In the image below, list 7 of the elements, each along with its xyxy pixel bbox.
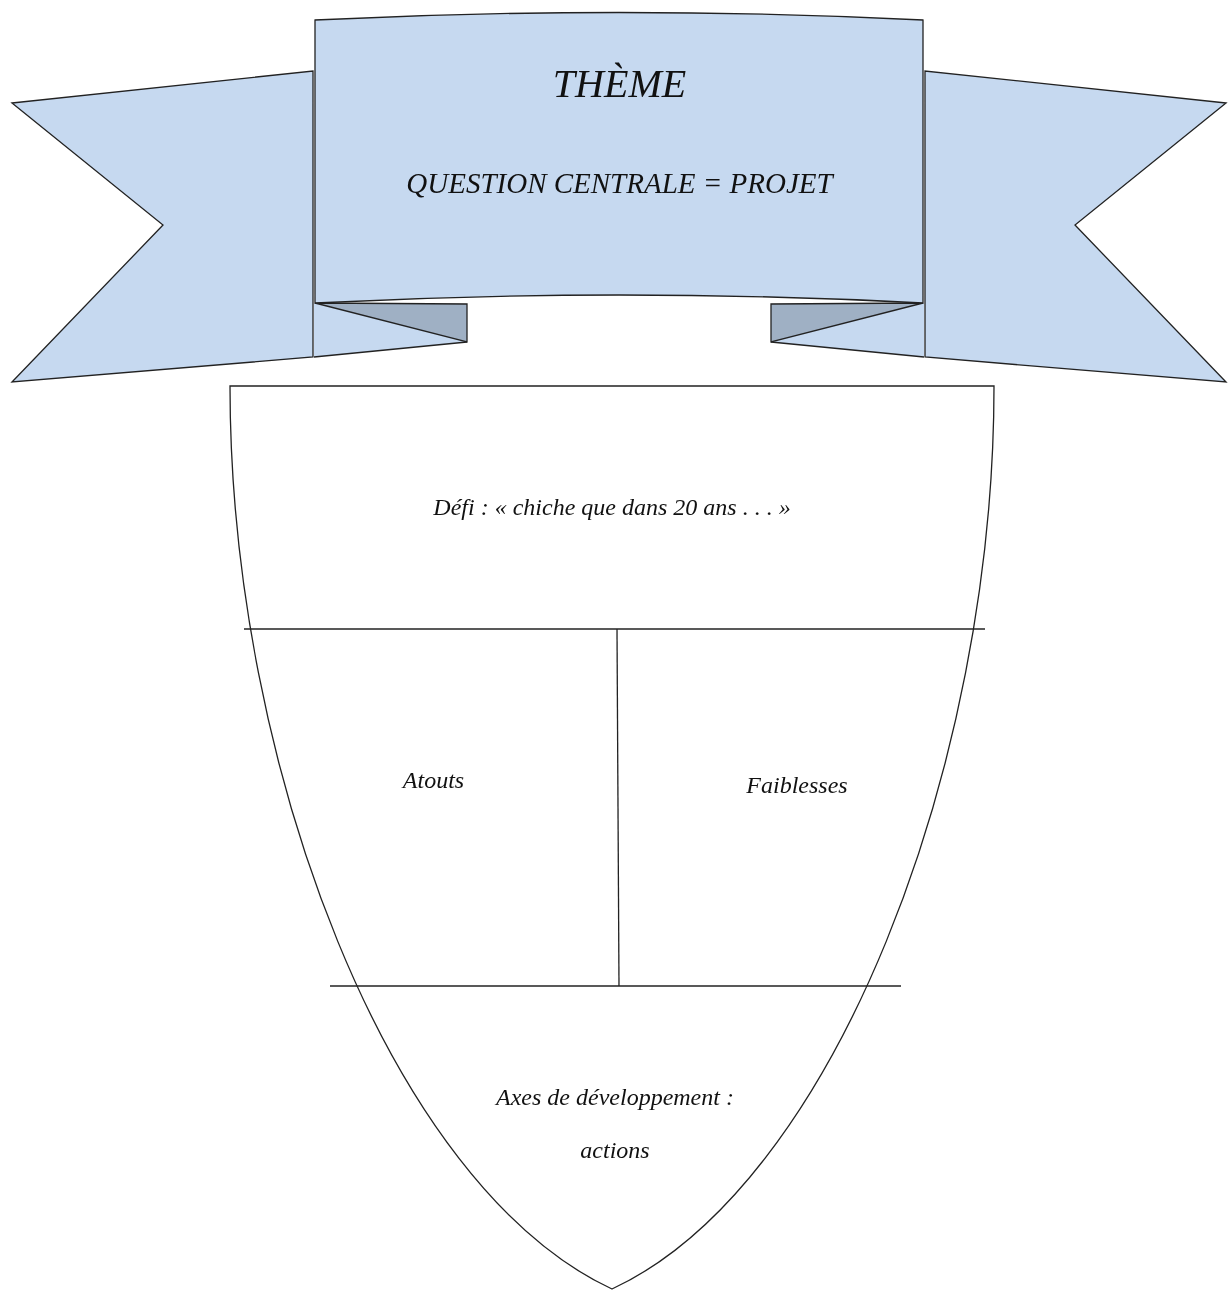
section-label: Atouts [402,766,465,795]
banner-title: THÈME [552,60,687,107]
section-label: Faiblesses [746,771,848,800]
shield-shape [230,386,994,1289]
banner-subtitle: QUESTION CENTRALE = PROJET [406,167,833,200]
section-label: Axes de développement : actions [494,1083,735,1165]
section-label: Défi : « chiche que dans 20 ans . . . » [433,493,791,523]
